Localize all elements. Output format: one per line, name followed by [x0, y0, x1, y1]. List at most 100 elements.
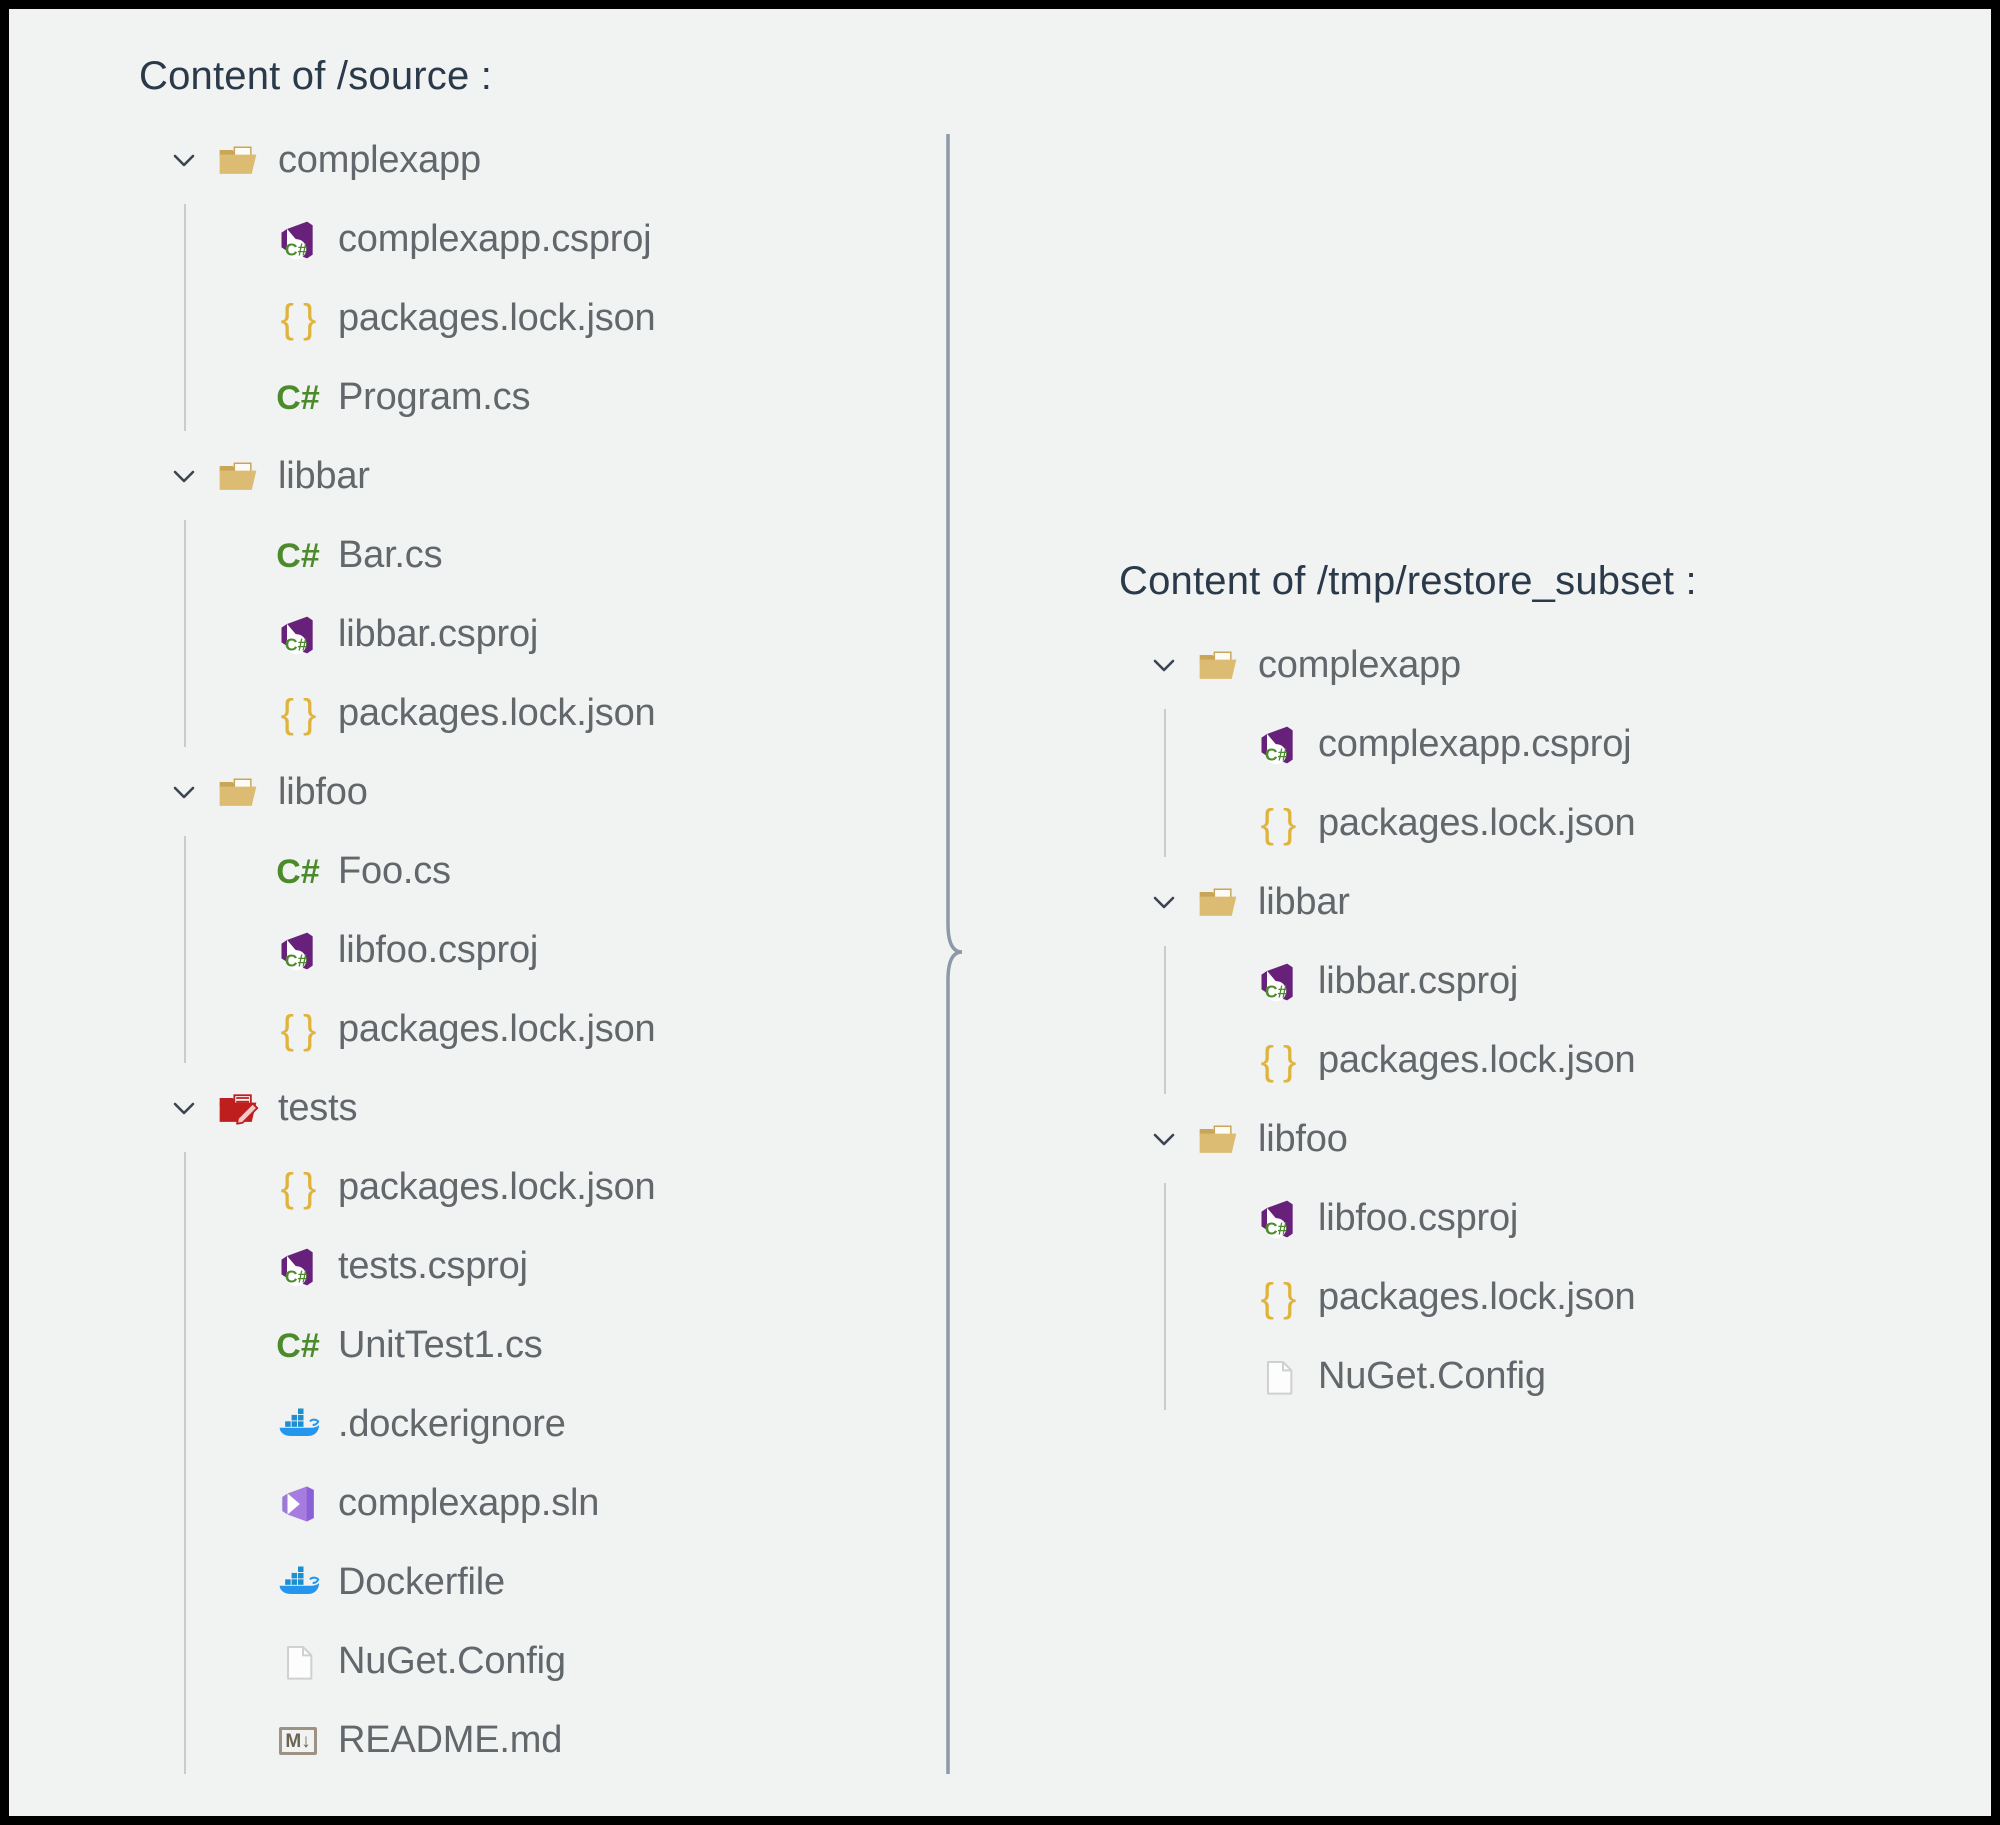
tree-folder-row[interactable]: libbar — [164, 437, 655, 516]
tree-file-row[interactable]: NuGet.Config — [164, 1622, 655, 1701]
folder-icon — [1194, 879, 1242, 927]
tree-node-label: complexapp — [278, 139, 481, 181]
tree-indent-spacer — [224, 1483, 266, 1525]
tree-node-label: .dockerignore — [338, 1403, 566, 1445]
tree-file-row[interactable]: M↓ README.md — [164, 1701, 655, 1780]
tree-file-row[interactable]: { } packages.lock.json — [164, 1148, 656, 1227]
csharp-icon: C# — [276, 852, 320, 891]
svg-text:C#: C# — [285, 239, 308, 259]
tree-node-label: libbar — [1258, 881, 1350, 923]
test-folder-icon — [214, 1085, 262, 1133]
tree-indent-spacer — [224, 693, 266, 735]
tree-file-row[interactable]: C#libbar.csproj — [164, 595, 655, 674]
tree-file-row[interactable]: { } packages.lock.json — [164, 990, 656, 1069]
right-panel: Content of /tmp/restore_subset : complex… — [1119, 559, 1697, 1416]
chevron-down-icon[interactable] — [164, 1088, 206, 1130]
tree-node-label: libbar — [278, 455, 370, 497]
tree-file-row[interactable]: C#complexapp.csproj — [164, 200, 655, 279]
csharp-icon: C# — [276, 378, 320, 417]
tree-file-row[interactable]: complexapp.sln — [164, 1464, 655, 1543]
json-icon: { } — [1260, 1275, 1297, 1320]
tree-indent-spacer — [1204, 1356, 1246, 1398]
csproj-icon: C# — [1254, 721, 1302, 769]
tree-folder-row[interactable]: complexapp — [164, 121, 655, 200]
tree-indent-guide — [184, 520, 186, 747]
tree-node-label: complexapp — [1258, 644, 1461, 686]
tree-indent-spacer — [1204, 803, 1246, 845]
tree-node-label: packages.lock.json — [338, 1166, 656, 1208]
tree-file-row[interactable]: { } packages.lock.json — [1144, 1258, 1697, 1337]
tree-file-row[interactable]: { }packages.lock.json — [164, 674, 656, 753]
chevron-down-icon[interactable] — [1144, 1119, 1186, 1161]
tree-file-row[interactable]: C#complexapp.csproj — [1144, 705, 1697, 784]
tree-indent-spacer — [224, 1641, 266, 1683]
json-icon: { } — [280, 1007, 317, 1052]
tree-node-label: UnitTest1.cs — [338, 1324, 543, 1366]
folder-icon — [214, 137, 262, 185]
tree-node-label: libfoo.csproj — [338, 929, 539, 971]
panel-divider — [929, 134, 969, 1774]
chevron-down-icon[interactable] — [164, 140, 206, 182]
tree-node-label: README.md — [338, 1719, 563, 1761]
tree-indent-spacer — [224, 1009, 266, 1051]
right-panel-heading: Content of /tmp/restore_subset : — [1119, 559, 1697, 603]
tree-file-row[interactable]: C# libbar.csproj — [1144, 942, 1697, 1021]
json-icon: { } — [280, 296, 317, 341]
tree-indent-spacer — [1204, 1198, 1246, 1240]
folder-icon — [214, 453, 262, 501]
tree-indent-spacer — [224, 1167, 266, 1209]
json-icon: { } — [1260, 1038, 1297, 1083]
tree-file-row[interactable]: C# tests.csproj — [164, 1227, 655, 1306]
tree-folder-row[interactable]: libfoo — [1144, 1100, 1697, 1179]
tree-file-row[interactable]: { } packages.lock.json — [1144, 1021, 1697, 1100]
tree-folder-row[interactable]: complexapp — [1144, 626, 1697, 705]
tree-file-row[interactable]: C#Foo.cs — [164, 832, 655, 911]
tree-indent-guide — [184, 836, 186, 1063]
chevron-down-icon[interactable] — [164, 772, 206, 814]
csproj-icon: C# — [274, 1243, 322, 1291]
tree-node-label: libbar.csproj — [1318, 960, 1519, 1002]
tree-indent-spacer — [1204, 724, 1246, 766]
tree-file-row[interactable]: { }packages.lock.json — [1144, 784, 1697, 863]
csproj-icon: C# — [274, 927, 322, 975]
tree-node-label: Program.cs — [338, 376, 531, 418]
csproj-icon: C# — [1254, 958, 1302, 1006]
tree-indent-spacer — [1204, 1040, 1246, 1082]
chevron-down-icon[interactable] — [164, 456, 206, 498]
tree-folder-row[interactable]: libbar — [1144, 863, 1697, 942]
tree-file-row[interactable]: Dockerfile — [164, 1543, 655, 1622]
markdown-icon: M↓ — [274, 1717, 322, 1765]
tree-indent-spacer — [1204, 1277, 1246, 1319]
tree-file-row[interactable]: NuGet.Config — [1144, 1337, 1697, 1416]
tree-folder-row[interactable]: tests — [164, 1069, 655, 1148]
blank-document-icon — [274, 1638, 322, 1686]
tree-node-label: packages.lock.json — [338, 1008, 656, 1050]
tree-file-row[interactable]: .dockerignore — [164, 1385, 655, 1464]
json-icon: { } — [280, 1165, 317, 1210]
tree-file-row[interactable]: C#UnitTest1.cs — [164, 1306, 655, 1385]
chevron-down-icon[interactable] — [1144, 645, 1186, 687]
docker-icon — [274, 1401, 322, 1449]
json-icon: { } — [1260, 801, 1297, 846]
tree-file-row[interactable]: C# Program.cs — [164, 358, 655, 437]
tree-node-label: tests — [278, 1087, 358, 1129]
tree-file-row[interactable]: C#Bar.cs — [164, 516, 655, 595]
tree-indent-guide — [1164, 1183, 1166, 1410]
blank-document-icon — [1254, 1353, 1302, 1401]
tree-file-row[interactable]: C# libfoo.csproj — [164, 911, 655, 990]
tree-node-label: packages.lock.json — [1318, 1039, 1636, 1081]
tree-file-row[interactable]: { }packages.lock.json — [164, 279, 656, 358]
tree-node-label: tests.csproj — [338, 1245, 528, 1287]
svg-text:C#: C# — [285, 1266, 308, 1286]
tree-file-row[interactable]: C#libfoo.csproj — [1144, 1179, 1697, 1258]
tree-indent-spacer — [224, 1325, 266, 1367]
tree-node-label: packages.lock.json — [1318, 1276, 1636, 1318]
tree-indent-spacer — [1204, 961, 1246, 1003]
svg-text:C#: C# — [285, 634, 308, 654]
chevron-down-icon[interactable] — [1144, 882, 1186, 924]
tree-folder-row[interactable]: libfoo — [164, 753, 655, 832]
csproj-icon: C# — [1254, 1195, 1302, 1243]
